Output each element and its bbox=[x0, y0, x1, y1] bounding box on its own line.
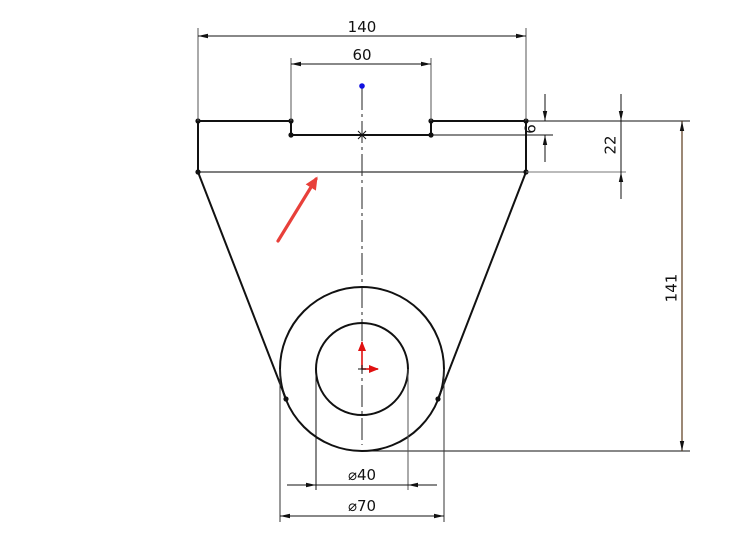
origin-icon bbox=[358, 341, 379, 373]
dimension-140[interactable]: 140 bbox=[197, 18, 527, 121]
dimension-22[interactable]: 22 bbox=[526, 94, 690, 199]
dimension-d40[interactable]: ⌀40 bbox=[287, 369, 437, 490]
dimension-140-label: 140 bbox=[348, 18, 377, 36]
blue-point-icon[interactable] bbox=[359, 83, 365, 89]
dimension-d40-label: ⌀40 bbox=[348, 466, 376, 484]
red-pointer-arrow-icon bbox=[276, 176, 318, 243]
dimension-60-label: 60 bbox=[352, 46, 371, 64]
midpoint-cross-icon bbox=[357, 130, 367, 140]
dimension-d70-label: ⌀70 bbox=[348, 497, 376, 515]
dimension-141[interactable]: 141 bbox=[362, 121, 690, 452]
dimension-60[interactable]: 60 bbox=[290, 46, 432, 121]
top-plate-profile[interactable] bbox=[197, 120, 527, 172]
dimension-141-label: 141 bbox=[663, 274, 681, 303]
sketch-points bbox=[195, 118, 529, 402]
dimension-6[interactable]: 6 bbox=[431, 94, 560, 162]
dimension-6-label: 6 bbox=[522, 124, 540, 134]
dimension-d70[interactable]: ⌀70 bbox=[279, 369, 445, 522]
dimension-22-label: 22 bbox=[602, 135, 620, 154]
tapered-side-lines[interactable] bbox=[197, 171, 527, 400]
